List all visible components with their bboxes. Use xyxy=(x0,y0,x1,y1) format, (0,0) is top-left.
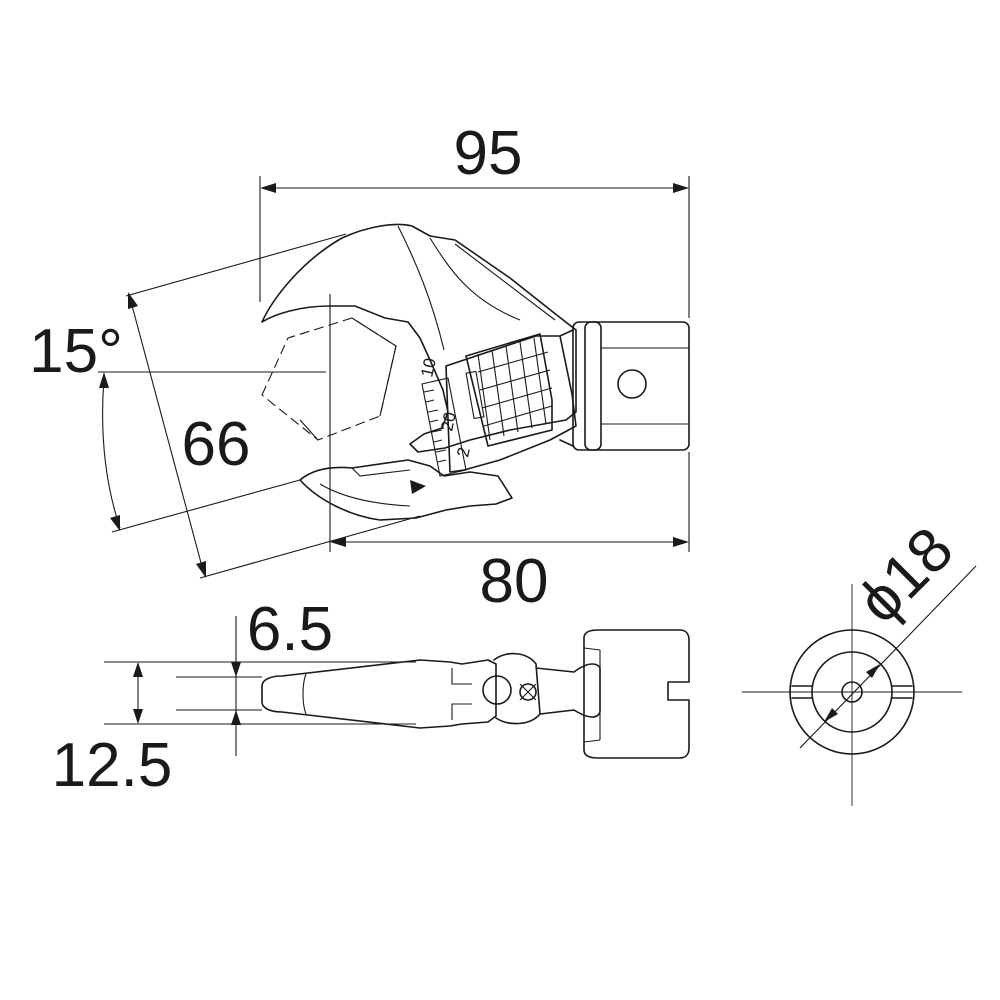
square-drive-pin-hole xyxy=(617,369,647,399)
dimension-jaw-angle-label: 15° xyxy=(29,317,123,386)
scale-strip xyxy=(421,377,467,477)
side-view-neck xyxy=(535,663,601,718)
square-drive-collar xyxy=(572,321,602,451)
dimension-overall-length-label: 95 xyxy=(454,119,523,188)
jaw-face-detail xyxy=(397,225,556,351)
side-view-link xyxy=(493,652,541,725)
wrench-side-view xyxy=(261,629,690,759)
dimension-thickness-inner-label: 6.5 xyxy=(247,595,333,664)
dimension-jaw-angle: 15° xyxy=(29,317,326,533)
end-view-outer-circle xyxy=(789,629,915,755)
dimension-thickness: 6.5 12.5 xyxy=(52,595,416,800)
scale-pointer-icon xyxy=(410,480,426,494)
hex-nut-inner xyxy=(299,317,397,441)
scale-mark-10: 10 xyxy=(417,356,440,378)
scale-mark-2: 2 xyxy=(453,446,474,459)
dimension-overall-length: 95 xyxy=(259,119,690,318)
end-view-center-hole xyxy=(841,681,863,703)
dimension-head-length: 80 xyxy=(329,294,690,616)
fixed-jaw-outline xyxy=(261,223,577,453)
scale-mark-20: 20 xyxy=(437,410,460,432)
side-view-pivot xyxy=(482,675,512,705)
worm-screw xyxy=(465,333,553,447)
wrench-top-view: 10 20 2 xyxy=(261,223,690,521)
dimension-jaw-opening: 66 xyxy=(125,233,421,579)
end-view-inner-circle xyxy=(811,651,893,733)
scale-ticks xyxy=(423,389,447,463)
side-view-slot xyxy=(451,668,472,720)
square-drive-neck xyxy=(559,329,574,447)
rack-housing xyxy=(445,335,577,473)
side-view-jaw-outline xyxy=(261,659,497,729)
movable-jaw-detail xyxy=(319,467,411,507)
movable-jaw-outline xyxy=(299,459,513,521)
hex-nut-outline xyxy=(261,317,397,441)
wrench-end-view: ϕ18 xyxy=(742,514,977,806)
dimension-head-length-label: 80 xyxy=(480,547,549,616)
square-drive-block xyxy=(584,321,690,451)
side-view-ball-joint xyxy=(519,683,537,701)
side-view-socket xyxy=(583,629,690,759)
dimension-square-drive-label: ϕ18 xyxy=(844,514,966,636)
dimension-jaw-opening-label: 66 xyxy=(182,410,251,479)
dimension-thickness-outer-label: 12.5 xyxy=(52,731,173,800)
